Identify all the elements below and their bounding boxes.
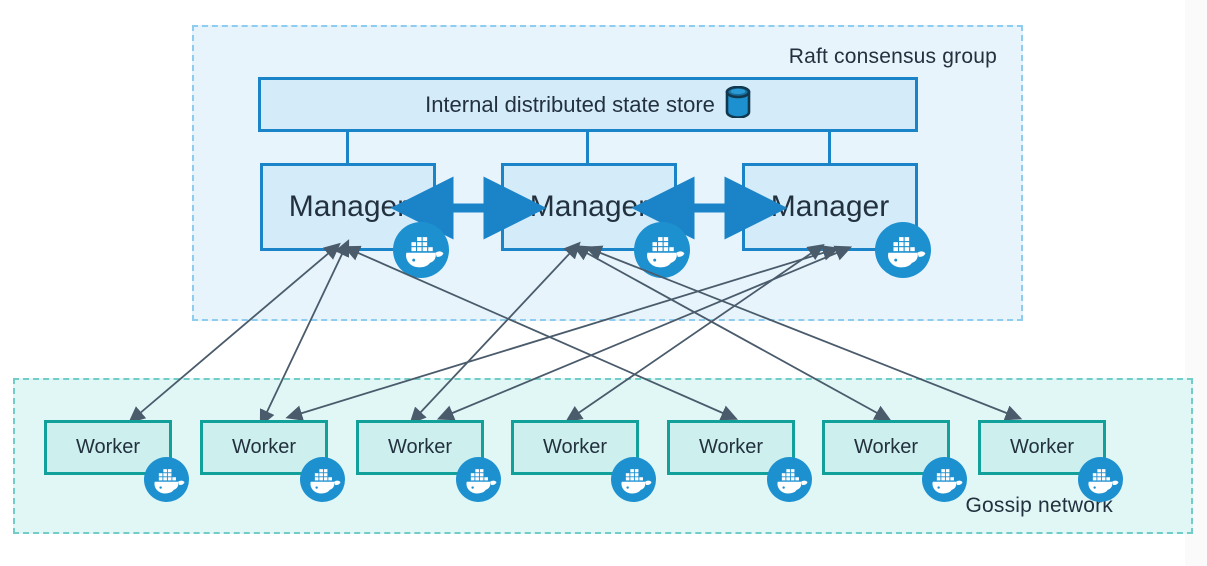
- docker-whale-icon: [875, 222, 931, 278]
- worker-node-3-label: Worker: [387, 436, 453, 458]
- gossip-network-group-label: Gossip network: [965, 494, 1113, 517]
- store-to-manager-link-1: [346, 130, 349, 165]
- worker-node-5-label: Worker: [698, 436, 764, 458]
- store-to-manager-link-2: [586, 130, 589, 165]
- docker-whale-icon: [300, 457, 345, 502]
- internal-distributed-state-store-box[interactable]: Internal distributed state store: [258, 77, 918, 132]
- docker-whale-icon: [1078, 457, 1123, 502]
- docker-whale-icon: [393, 222, 449, 278]
- worker-node-1-label: Worker: [75, 436, 141, 458]
- store-to-manager-link-3: [828, 130, 831, 165]
- manager-node-3-label: Manager: [770, 190, 890, 223]
- docker-whale-icon: [634, 222, 690, 278]
- docker-whale-icon: [144, 457, 189, 502]
- docker-whale-icon: [611, 457, 656, 502]
- docker-whale-icon: [922, 457, 967, 502]
- worker-node-5[interactable]: Worker: [667, 420, 795, 475]
- worker-node-3[interactable]: Worker: [356, 420, 484, 475]
- worker-node-7-label: Worker: [1009, 436, 1075, 458]
- worker-node-4[interactable]: Worker: [511, 420, 639, 475]
- docker-whale-icon: [767, 457, 812, 502]
- worker-node-6-label: Worker: [853, 436, 919, 458]
- worker-node-2-label: Worker: [231, 436, 297, 458]
- database-cylinder-icon: [725, 85, 751, 124]
- state-store-label: Internal distributed state store: [425, 91, 715, 117]
- raft-consensus-group-label: Raft consensus group: [788, 45, 997, 68]
- worker-node-4-label: Worker: [542, 436, 608, 458]
- manager-node-1-label: Manager: [288, 190, 408, 223]
- docker-whale-icon: [456, 457, 501, 502]
- manager-node-2-label: Manager: [529, 190, 649, 223]
